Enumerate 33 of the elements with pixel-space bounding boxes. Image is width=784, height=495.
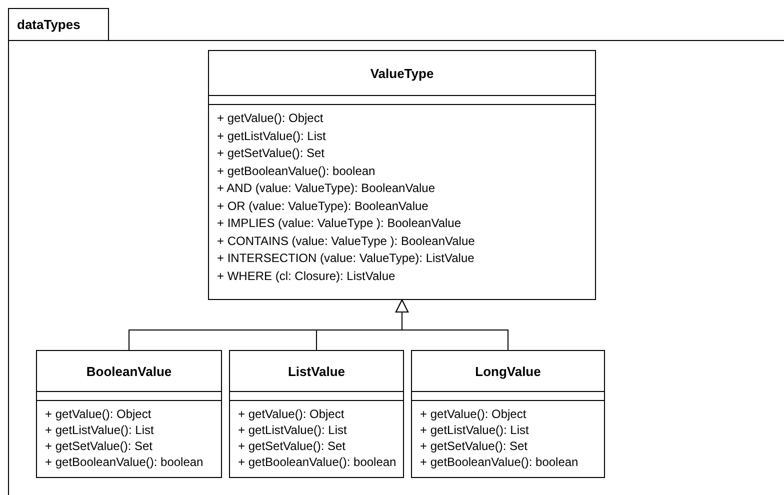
method-text: + getValue(): Object: [238, 406, 344, 422]
method-text: + getListValue(): List: [45, 422, 154, 438]
method-text: + getValue(): Object: [217, 110, 324, 127]
method-text: + getBooleanValue(): boolean: [420, 454, 578, 470]
method-text: + INTERSECTION (value: ValueType): ListValue: [217, 250, 474, 267]
method-text: + IMPLIES (value: ValueType ): BooleanValue: [217, 215, 462, 232]
class-box: [208, 50, 596, 300]
method-text: + getBooleanValue(): boolean: [217, 162, 376, 180]
class-box: [411, 350, 605, 478]
method-text: + getValue(): Object: [420, 406, 526, 422]
generalization-arrow: [396, 300, 508, 350]
class-name: ValueType: [370, 66, 434, 80]
class-box: [36, 350, 222, 478]
method-text: + getSetValue(): Set: [238, 438, 346, 454]
method-text: + CONTAINS (value: ValueType ): BooleanValue: [217, 232, 475, 250]
class-box: [229, 350, 404, 478]
method-text: + AND (value: ValueType): BooleanValue: [217, 180, 436, 197]
method-text: + getListValue(): List: [217, 128, 326, 144]
class-name: LongValue: [475, 364, 541, 378]
method-text: + getValue(): Object: [45, 406, 152, 422]
method-text: + getBooleanValue(): boolean: [45, 454, 204, 470]
method-text: + getBooleanValue(): boolean: [238, 454, 396, 470]
method-text: + getListValue(): List: [238, 422, 347, 438]
method-text: + getListValue(): List: [420, 422, 529, 438]
package-frame: [8, 8, 784, 495]
method-text: + OR (value: ValueType): BooleanValue: [217, 198, 428, 214]
package-name: dataTypes: [16, 16, 82, 34]
class-name: ListValue: [288, 364, 346, 378]
method-text: + getSetValue(): Set: [420, 438, 528, 454]
method-text: + WHERE (cl: Closure): ListValue: [217, 268, 396, 284]
class-name: BooleanValue: [86, 364, 172, 378]
method-text: + getSetValue(): Set: [45, 438, 153, 454]
method-text: + getSetValue(): Set: [217, 145, 325, 162]
